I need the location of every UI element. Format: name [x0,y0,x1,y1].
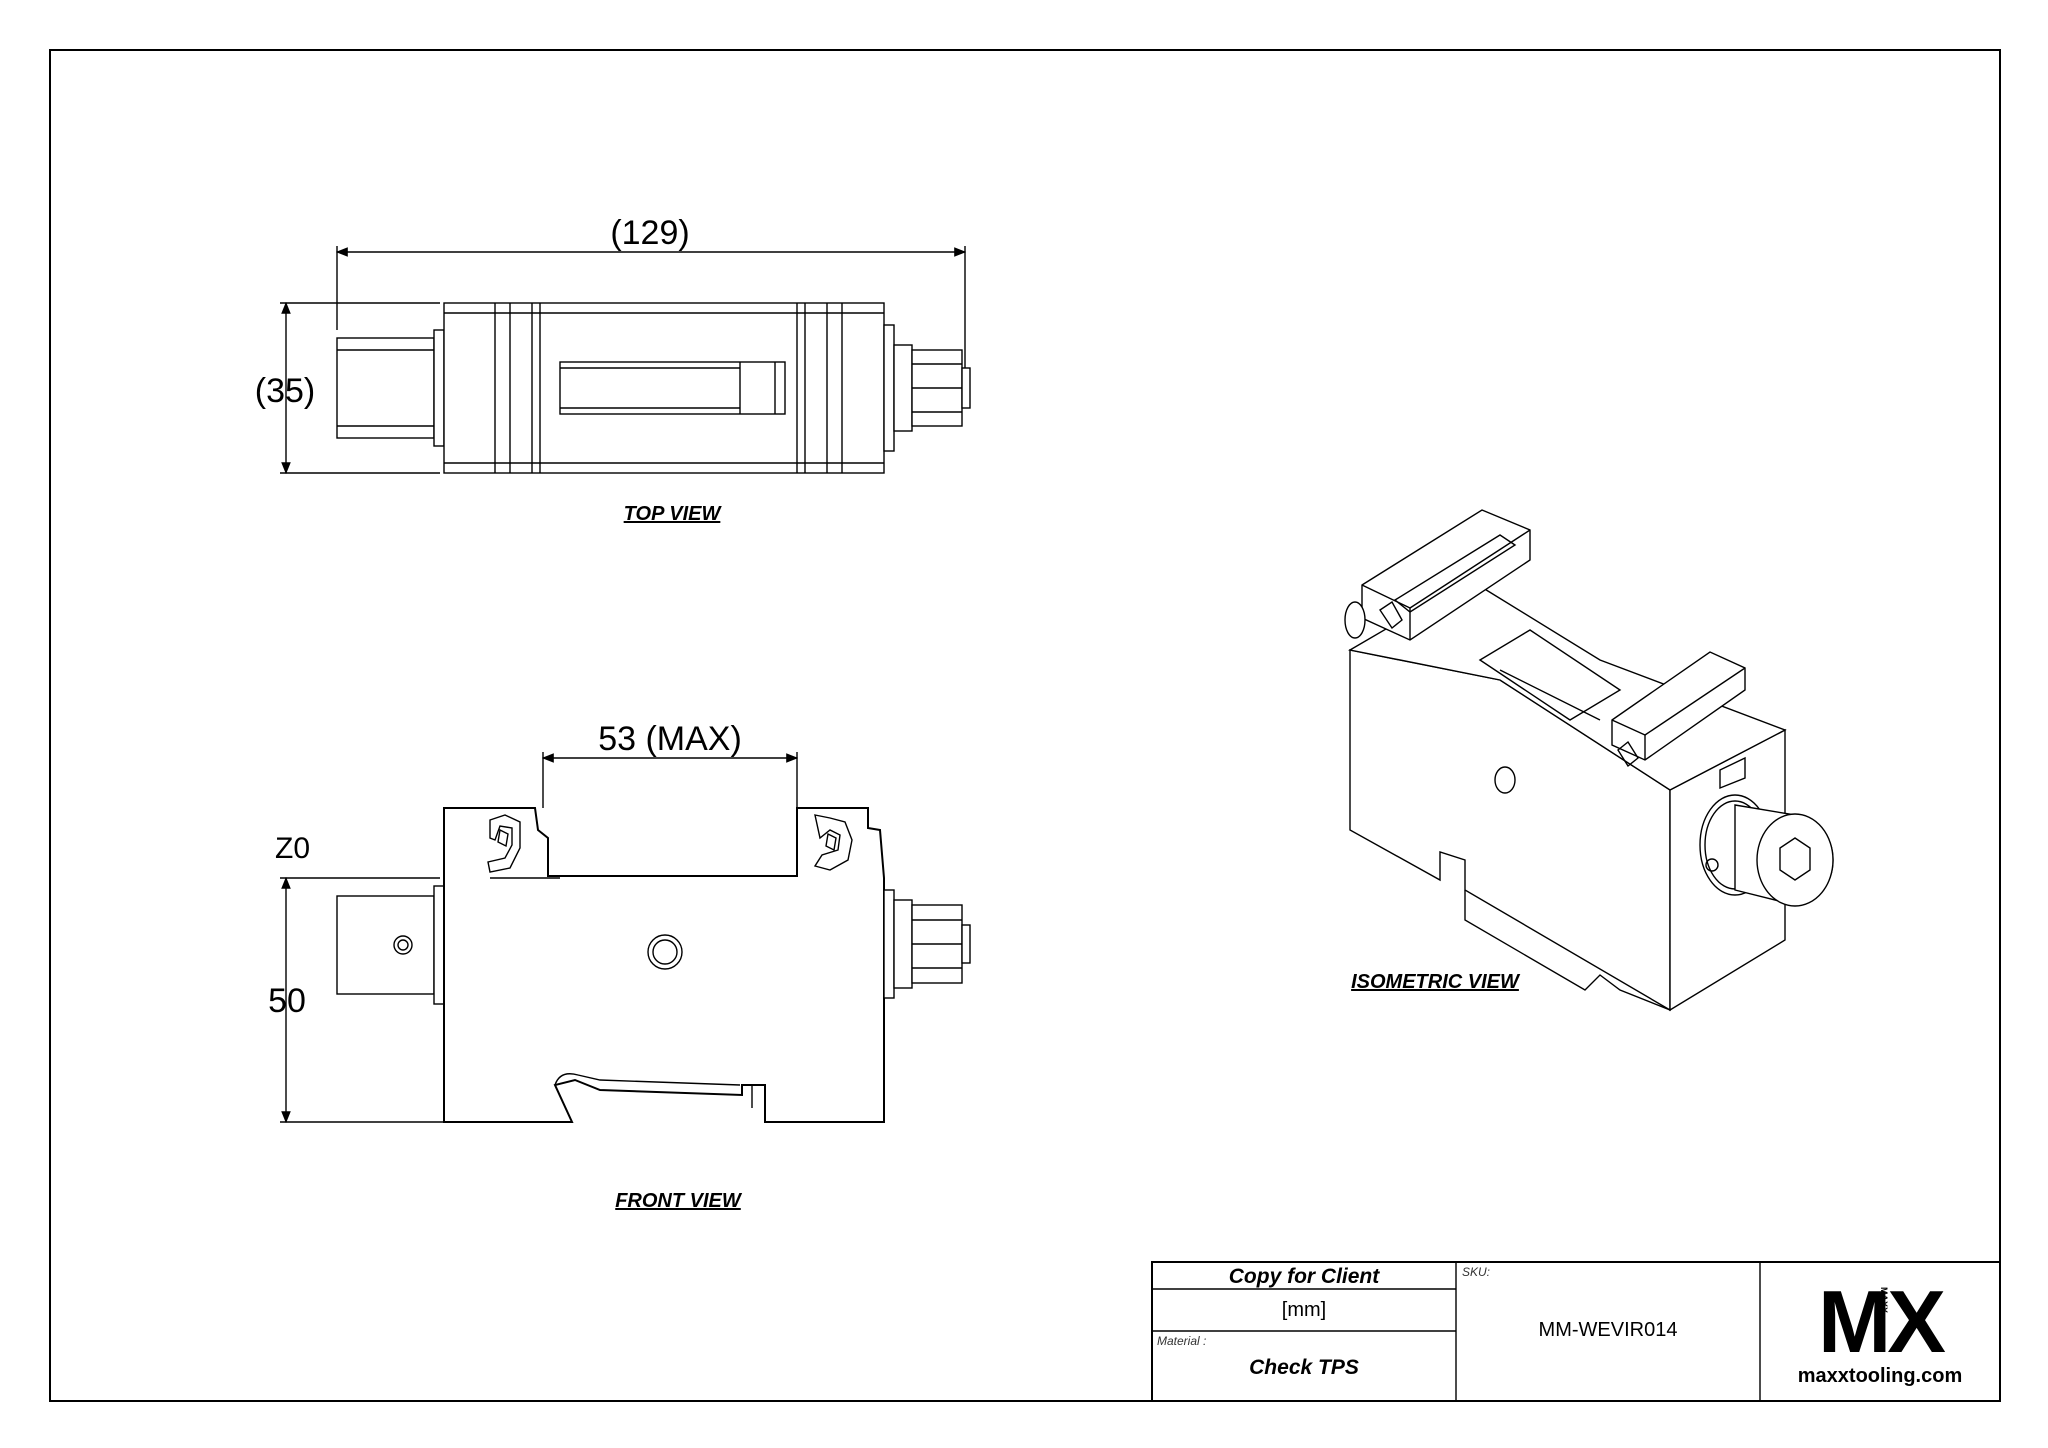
title-block: Copy for Client [mm] Material : Check TP… [1151,1261,2001,1402]
top-view-dim-length: (129) [610,214,689,252]
isometric-view-label: ISOMETRIC VIEW [1351,971,1521,993]
front-view-left-shaft [336,895,435,995]
isometric-view: ISOMETRIC VIEW [1344,509,1834,1012]
maxx-logo: MX [1818,1272,1945,1371]
top-view-left-shaft [336,337,435,439]
website-url: maxxtooling.com [1798,1365,1962,1387]
iso-side-knob [1344,601,1366,639]
title-block-material-caption: Material : [1157,1334,1206,1348]
iso-hex-socket [1779,837,1811,881]
iso-front-jaw [1611,651,1746,761]
front-view-z-marker: Z0 [275,832,310,865]
iso-side-hole [1494,766,1516,794]
top-view: (129) (35) [255,214,971,525]
front-view-right-jaw [813,814,853,871]
top-view-label: TOP VIEW [624,503,723,525]
front-view-dim-height: 50 [268,982,306,1020]
front-view-left-jaw [487,814,521,873]
front-view: 53 (MAX) 50 Z0 FRONT VIE [268,720,971,1212]
top-view-screw-end [961,367,971,409]
title-block-sku-caption: SKU: [1462,1265,1490,1279]
front-view-label: FRONT VIEW [615,1190,743,1212]
front-view-screw-end [961,924,971,964]
title-block-copy-label: Copy for Client [1229,1265,1381,1288]
front-view-body [443,807,885,1123]
sheet-border [49,49,2001,1402]
top-view-center-slot [559,361,786,415]
title-block-material-value: Check TPS [1249,1356,1359,1379]
front-view-dim-opening: 53 (MAX) [598,720,742,758]
title-block-sku-value: MM-WEVIR014 [1539,1319,1678,1341]
maxx-logo-sub: MAXX [1879,1287,1889,1313]
title-block-units: [mm] [1282,1299,1326,1321]
top-view-dim-width: (35) [255,372,315,410]
front-view-center-hole [647,934,683,970]
